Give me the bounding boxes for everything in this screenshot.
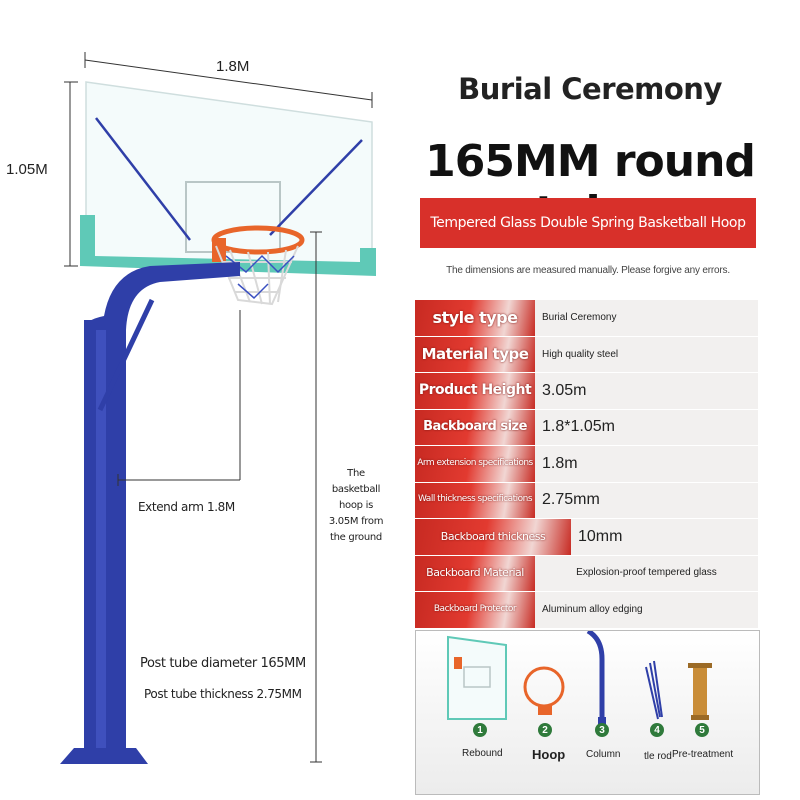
hoop-height-note-line: 3.05M from bbox=[328, 516, 384, 527]
spec-value: 3.05m bbox=[535, 373, 758, 409]
net bbox=[215, 245, 299, 306]
part-badge-1: 1 bbox=[473, 723, 487, 737]
hoop-height-note-line: The bbox=[347, 468, 365, 479]
spec-label: Backboard size bbox=[415, 409, 535, 445]
hoop-height-note-line: hoop is bbox=[339, 500, 373, 511]
hoop-height-note-line: basketball bbox=[331, 484, 381, 495]
width-label: 1.8M bbox=[216, 58, 250, 75]
page-title: Burial Ceremony bbox=[458, 72, 722, 106]
spec-label: style type bbox=[415, 300, 535, 336]
spec-value: 10mm bbox=[571, 519, 758, 555]
spec-row: Backboard size 1.8*1.05m bbox=[415, 409, 758, 446]
spec-value: 2.75mm bbox=[535, 482, 758, 518]
column-part-image bbox=[586, 631, 606, 725]
part-badge-3: 3 bbox=[595, 723, 609, 737]
post-thickness-label: Post tube thickness 2.75MM bbox=[144, 687, 302, 701]
part-label-hoop: Hoop bbox=[532, 747, 566, 762]
part-label-tie-rod: tle rod bbox=[644, 751, 672, 762]
spec-row: Product Height 3.05m bbox=[415, 373, 758, 410]
backboard-edging bbox=[80, 215, 376, 276]
spec-row: Arm extension specifications 1.8m bbox=[415, 446, 758, 483]
hoop-height-note: The basketball hoop is 3.05M from the gr… bbox=[326, 466, 386, 546]
spec-value: Burial Ceremony bbox=[535, 300, 758, 336]
spec-value: 1.8*1.05m bbox=[535, 409, 758, 445]
spec-value: High quality steel bbox=[535, 336, 758, 372]
spec-row: Backboard Protector Aluminum alloy edgin… bbox=[415, 592, 758, 629]
part-badge-4: 4 bbox=[650, 723, 664, 737]
spec-row: style type Burial Ceremony bbox=[415, 300, 758, 337]
spec-row: Backboard thickness 10mm bbox=[415, 519, 758, 556]
part-label-rebound: Rebound bbox=[462, 748, 503, 759]
parts-panel: 1 2 3 4 5 Rebound Hoop Column tle rod Pr… bbox=[415, 630, 760, 795]
part-badge-2: 2 bbox=[538, 723, 552, 737]
part-label-column: Column bbox=[586, 749, 621, 760]
spec-label: Backboard Material bbox=[415, 555, 535, 591]
disclaimer-text: The dimensions are measured manually. Pl… bbox=[446, 265, 730, 276]
spec-row: Wall thickness specifications 2.75mm bbox=[415, 482, 758, 519]
width-dimension-line bbox=[84, 59, 373, 101]
spec-label: Wall thickness specifications bbox=[415, 482, 535, 518]
spec-label: Material type bbox=[415, 336, 535, 372]
spec-label: Arm extension specifications bbox=[415, 446, 535, 482]
spec-row: Backboard Material Explosion-proof tempe… bbox=[415, 555, 758, 592]
base-plate bbox=[60, 748, 148, 764]
spec-value: Explosion-proof tempered glass bbox=[535, 555, 758, 591]
part-badge-5: 5 bbox=[695, 723, 709, 737]
spec-label: Product Height bbox=[415, 373, 535, 409]
spec-table: style type Burial Ceremony Material type… bbox=[415, 300, 758, 629]
spec-label: Backboard thickness bbox=[415, 519, 571, 555]
extend-arm-label: Extend arm 1.8M bbox=[138, 500, 235, 514]
spec-label: Backboard Protector bbox=[415, 592, 535, 628]
hoop-part-image bbox=[523, 666, 565, 715]
product-banner: Tempered Glass Double Spring Basketball … bbox=[420, 198, 756, 248]
spec-value: Aluminum alloy edging bbox=[535, 592, 758, 628]
post-diameter-label: Post tube diameter 165MM bbox=[140, 656, 306, 671]
height-label: 1.05M bbox=[6, 161, 48, 178]
hoop-height-note-line: the ground bbox=[330, 532, 382, 543]
tie-rod-part-image bbox=[645, 660, 663, 720]
spec-value: 1.8m bbox=[535, 446, 758, 482]
part-label-pre-treatment: Pre-treatment bbox=[672, 749, 734, 760]
backboard-part-image bbox=[447, 635, 507, 720]
pre-treatment-part-image bbox=[688, 663, 712, 720]
spec-row: Material type High quality steel bbox=[415, 336, 758, 373]
parts-illustrations bbox=[447, 631, 712, 725]
